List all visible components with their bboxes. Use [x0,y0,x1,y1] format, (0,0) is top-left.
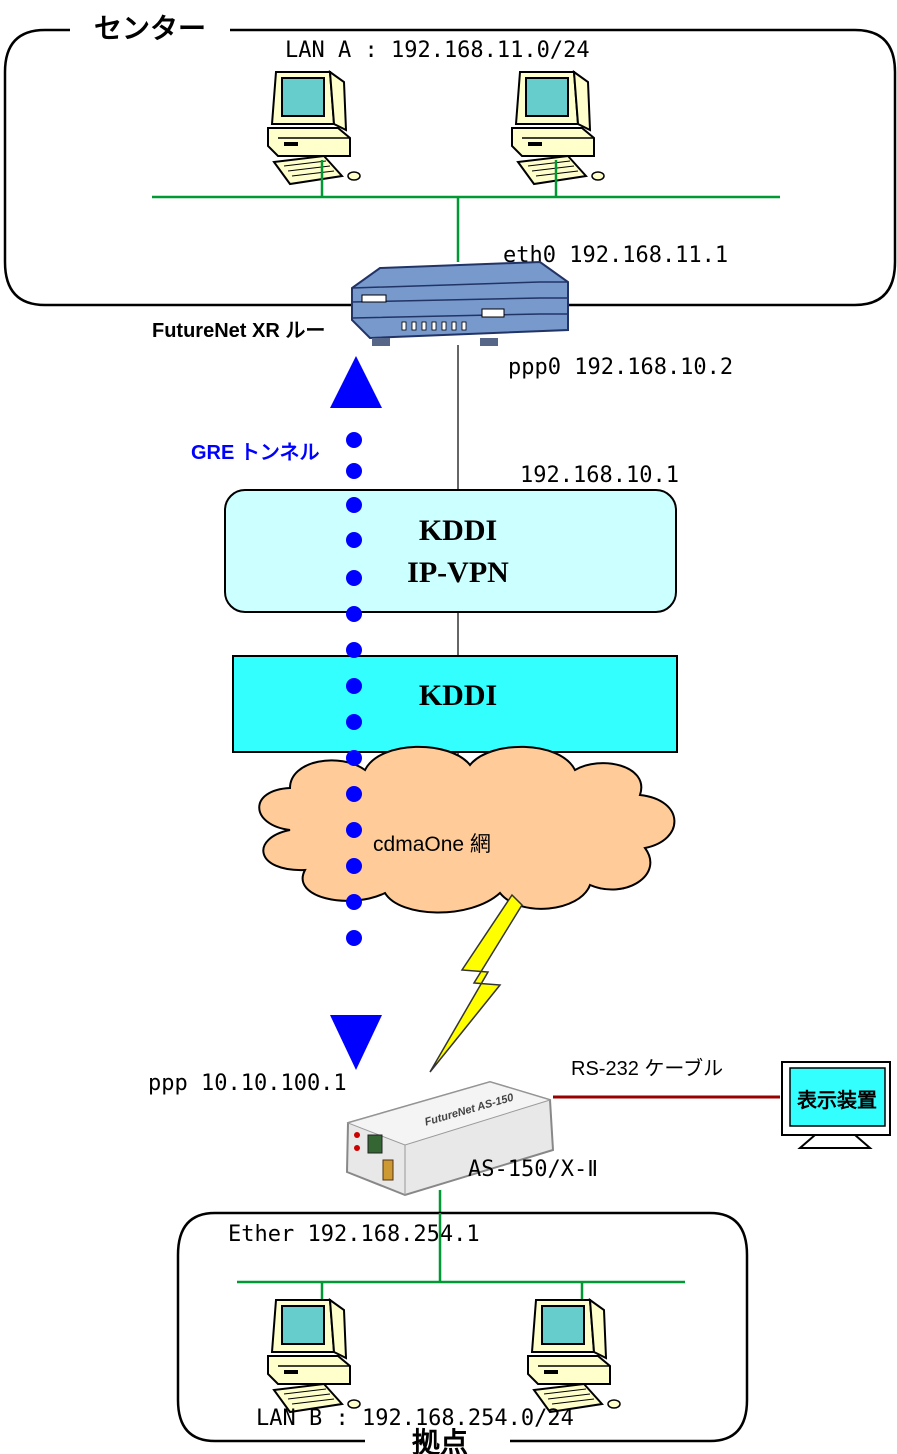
kddi-box: KDDI [232,655,678,753]
router-icon [351,260,569,346]
arrow-up-icon [330,356,382,408]
gre-tunnel-label: GRE トンネル [191,441,320,464]
remote-ppp-label: ppp 10.10.100.1 [148,1071,347,1096]
cdmaone-cloud: cdmaOne 網 [258,745,676,914]
pc-icon [511,71,605,185]
lan-a-segment [152,160,780,262]
arrow-down-icon [330,1015,382,1070]
display-label: 表示装置 [797,1088,877,1112]
site-title: 拠点 [412,1426,468,1454]
ether-label: Ether 192.168.254.1 [228,1222,480,1247]
lan-b-label: LAN B : 192.168.254.0/24 [256,1406,574,1431]
remote-boundary [176,1211,749,1443]
ppp0-label: ppp0 192.168.10.2 [508,355,733,380]
pc-icon [267,71,361,185]
center-boundary [3,28,897,307]
cable-label: RS-232 ケーブル [571,1056,723,1080]
kddi-label: KDDI [419,679,497,712]
vpn-label-line2: IP-VPN [407,556,509,589]
kddi-ip-vpn-box: KDDI IP-VPN [224,489,677,613]
center-site: センター LAN A : 192.168.11.0/24 eth0 192.16… [3,12,897,307]
lan-b-segment [237,1213,685,1310]
gre-tunnel [330,356,382,1070]
vpn-gateway-label: 192.168.10.1 [520,463,679,488]
wireless-link-icon [429,893,523,1073]
pc-icon [527,1299,621,1413]
vpn-label-line1: KDDI [419,514,497,547]
display-device-icon: 表示装置 [781,1061,891,1149]
router-label: FutureNet XR ルー [152,320,325,342]
as150-label: AS-150/X-Ⅱ [468,1157,598,1182]
pc-icon [267,1299,361,1413]
center-title: センター [94,12,206,45]
remote-site: 拠点 Ether 192.168.254.1 LAN B : 192.168.2… [176,1211,749,1454]
cloud-label: cdmaOne 網 [373,833,491,856]
lan-a-label: LAN A : 192.168.11.0/24 [285,38,590,63]
as150-device-icon: FutureNet AS-150 [345,1080,555,1197]
